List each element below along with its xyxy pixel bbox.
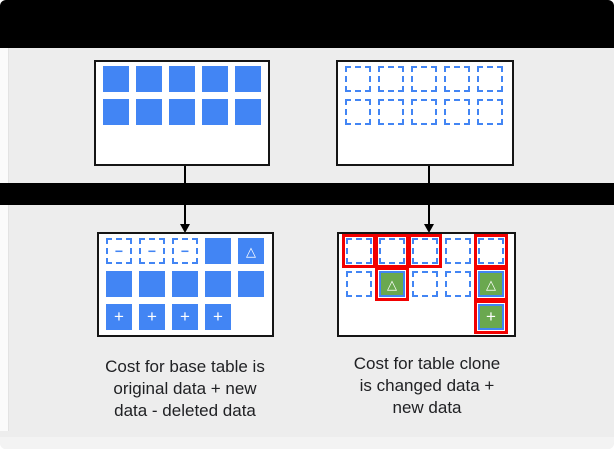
table-clone-connector-line [428, 166, 430, 224]
referenced-block [445, 271, 471, 297]
bottom-margin-strip [0, 437, 614, 449]
data-block [238, 271, 264, 297]
down-arrow-icon [424, 224, 434, 233]
plus-icon: + [486, 306, 496, 326]
base-table-original-grid [96, 62, 268, 129]
plus-icon: + [213, 306, 223, 326]
changed-block-billed: △ [474, 267, 508, 301]
referenced-block [345, 66, 371, 92]
table-clone-original-grid [338, 62, 512, 129]
grid-row: + [346, 300, 508, 334]
referenced-block [477, 99, 503, 125]
data-block [106, 271, 132, 297]
referenced-block [445, 238, 471, 264]
deleted-block: − [139, 238, 165, 264]
plus-icon: + [114, 306, 124, 326]
added-block: + [139, 304, 165, 330]
data-block [205, 238, 231, 264]
data-block [235, 66, 261, 92]
data-block [172, 271, 198, 297]
data-block [136, 99, 162, 125]
referenced-block-billed [342, 234, 376, 268]
deleted-block: − [106, 238, 132, 264]
triangle-icon: △ [486, 276, 496, 292]
data-block [169, 66, 195, 92]
grid-row: + + + + [106, 304, 265, 330]
top-black-bar [0, 0, 614, 48]
separator-black-bar [0, 183, 614, 205]
referenced-block [346, 271, 372, 297]
base-table-cost-grid: − − − △ + + + + [99, 234, 272, 334]
deleted-block: − [172, 238, 198, 264]
data-block [235, 99, 261, 125]
data-block [205, 271, 231, 297]
plus-icon: + [180, 306, 190, 326]
added-block: + [205, 304, 231, 330]
grid-row [103, 99, 261, 125]
referenced-block-billed [408, 234, 442, 268]
data-block [139, 271, 165, 297]
grid-row: △△ [346, 267, 508, 301]
added-block-billed: + [474, 300, 508, 334]
base-table-original-box [94, 60, 270, 166]
table-clone-original-box [336, 60, 514, 166]
changed-block: △ [238, 238, 264, 264]
plus-icon: + [147, 306, 157, 326]
base-table-cost-caption: Cost for base table is original data + n… [70, 356, 300, 422]
minus-icon: − [147, 243, 157, 259]
base-table-cost-box: − − − △ + + + + [97, 232, 274, 337]
table-clone-cost-grid: △△+ [339, 234, 514, 334]
referenced-block [444, 66, 470, 92]
caption-line: Cost for base table is [105, 357, 265, 376]
changed-block-billed: △ [375, 267, 409, 301]
data-block [103, 66, 129, 92]
left-margin-strip [0, 48, 9, 431]
triangle-icon: △ [246, 243, 256, 259]
data-block [202, 66, 228, 92]
referenced-block [378, 99, 404, 125]
caption-line: original data + new [113, 379, 257, 398]
referenced-block [444, 99, 470, 125]
added-block: + [106, 304, 132, 330]
triangle-icon: △ [387, 276, 397, 292]
minus-icon: − [180, 243, 190, 259]
referenced-block-billed [375, 234, 409, 268]
base-table-connector-line [184, 166, 186, 224]
data-block [169, 99, 195, 125]
grid-row [342, 234, 508, 268]
referenced-block [411, 99, 437, 125]
down-arrow-icon [180, 224, 190, 233]
referenced-block [412, 271, 438, 297]
caption-line: Cost for table clone [353, 354, 501, 373]
added-block: + [172, 304, 198, 330]
table-clone-cost-box: △△+ [337, 232, 516, 337]
data-block [136, 66, 162, 92]
grid-row [106, 271, 265, 297]
grid-row [103, 66, 261, 92]
data-block [103, 99, 129, 125]
referenced-block-billed [474, 234, 508, 268]
grid-row: − − − △ [106, 238, 265, 264]
table-clone-cost-caption: Cost for table clone is changed data + n… [312, 353, 542, 419]
grid-row [345, 66, 505, 92]
caption-line: new data [392, 398, 462, 417]
referenced-block [477, 66, 503, 92]
minus-icon: − [114, 243, 124, 259]
referenced-block [345, 99, 371, 125]
data-block [202, 99, 228, 125]
referenced-block [378, 66, 404, 92]
caption-line: is changed data + [359, 376, 495, 395]
grid-row [345, 99, 505, 125]
referenced-block [411, 66, 437, 92]
caption-line: data - deleted data [114, 401, 256, 420]
